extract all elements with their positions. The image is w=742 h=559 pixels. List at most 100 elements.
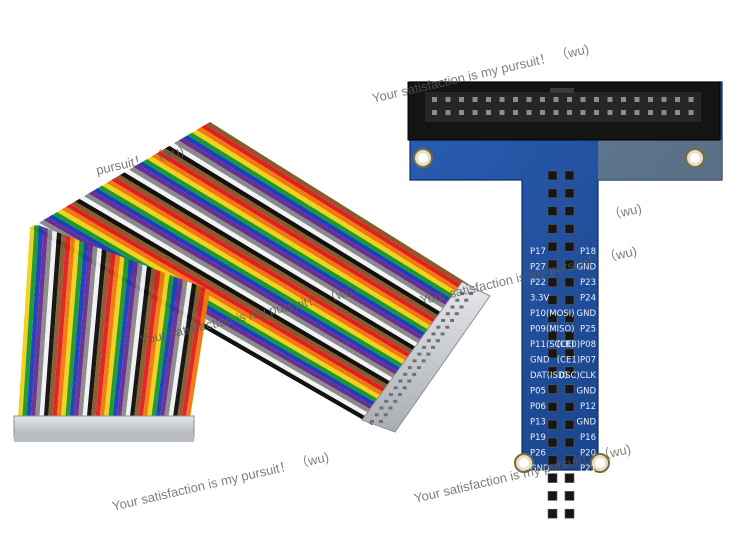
idc-hole: [431, 332, 436, 336]
idc-hole: [464, 298, 469, 302]
header-pin: [540, 110, 545, 115]
idc-hole: [445, 312, 450, 316]
cable-stripe: [52, 235, 71, 418]
idc-hole: [397, 393, 402, 397]
pin-socket-right: [564, 313, 575, 323]
cable-stripe: [75, 198, 402, 392]
header-pin: [688, 110, 694, 115]
cable-stripe: [78, 245, 98, 418]
cable-stripe: [147, 273, 170, 418]
header-pin: [499, 97, 505, 102]
cable-stripe: [104, 256, 125, 418]
pin-socket-left: [547, 419, 558, 430]
cable-stripe: [73, 244, 93, 418]
cable-stripe: [70, 201, 399, 395]
pin-socket-left: [547, 402, 558, 412]
cable-stripe: [129, 167, 433, 351]
cable-stripe: [142, 159, 441, 341]
pin-socket-right: [564, 455, 575, 466]
idc-hole: [383, 413, 388, 417]
cable-stripe: [82, 247, 102, 418]
idc-hole: [431, 345, 436, 349]
pin-socket-left: [547, 206, 558, 216]
idc-hole: [407, 366, 412, 370]
cable-stripe: [201, 124, 476, 297]
cable-stripe: [115, 175, 425, 361]
cable-stripe: [177, 284, 201, 418]
cable-stripe: [151, 274, 174, 418]
pin-socket-right: [564, 402, 575, 412]
header-pin: [621, 110, 626, 115]
cable-stripe: [26, 225, 44, 418]
pin-socket-right: [564, 295, 575, 305]
idc-hole: [459, 305, 464, 309]
pin-socket-left: [547, 330, 558, 341]
cable-stripe: [95, 252, 116, 418]
header-pin: [472, 97, 478, 102]
header-pin: [634, 97, 640, 102]
cable-stripe: [181, 286, 206, 418]
cable-stripe: [97, 185, 415, 375]
cable-stripe: [169, 143, 457, 321]
header-pin: [499, 110, 505, 115]
cable-stripe: [183, 135, 465, 311]
cable-stripe: [86, 249, 107, 418]
pin-row-right: [564, 170, 575, 519]
pin-label-left: P11(SCLK): [530, 340, 574, 350]
pin-label-right: GND: [577, 418, 597, 428]
t-cobbler-board: P17P27P223.3VP10(MOSI)P09(MISO)P11(SCLK)…: [407, 81, 723, 519]
pin-socket-left: [547, 437, 558, 448]
pin-socket-left: [547, 224, 558, 234]
pin-label-right: P21: [580, 464, 596, 474]
cable-stripe: [61, 206, 394, 402]
pin-socket-right: [564, 491, 575, 501]
pin-label-left: P05: [530, 387, 546, 397]
idc-hole: [469, 292, 473, 295]
cable-stripe: [102, 182, 418, 371]
mounting-hole-br: [590, 453, 610, 473]
cable-stripe: [69, 242, 89, 418]
idc-connector-right: [361, 281, 491, 433]
idc-hole: [388, 406, 393, 410]
cable-stripe: [165, 145, 455, 324]
cable-stripe: [151, 153, 447, 334]
cable-stripe: [93, 188, 412, 378]
pin-label-left: P22: [530, 278, 546, 288]
pin-label-left: GND: [530, 356, 550, 366]
header-pin: [675, 97, 680, 102]
pin-socket-right: [564, 170, 575, 181]
pin-socket-right: [564, 419, 575, 430]
idc-hole: [422, 345, 427, 349]
idc-hole: [417, 352, 422, 356]
cable-stripe: [142, 271, 165, 418]
cable-stripe: [57, 209, 391, 405]
cable-stripe: [35, 228, 53, 418]
pin-socket-left: [547, 366, 558, 377]
cable-stripe: [185, 288, 210, 418]
cable-stripe: [138, 269, 161, 418]
pin-socket-right: [564, 473, 575, 483]
idc-hole: [379, 420, 383, 423]
pin-label-left: P19: [530, 433, 546, 443]
cable-stripe: [133, 164, 436, 348]
cable-stripe: [156, 151, 449, 331]
idc-hole: [402, 386, 407, 390]
gpio-header-connector: [407, 81, 721, 141]
pin-label-right: GND: [577, 387, 597, 397]
header-pin: [648, 97, 653, 102]
cable-stripe: [187, 132, 468, 307]
cable-stripe: [56, 237, 75, 418]
header-pin: [432, 97, 437, 102]
idc-hole: [403, 372, 408, 376]
pin-label-right: GND: [577, 309, 597, 319]
header-pin: [688, 97, 694, 102]
header-pin: [513, 110, 518, 115]
cable-stripe: [111, 177, 423, 365]
header-pin: [526, 110, 532, 115]
pin-socket-right: [564, 330, 575, 341]
cable-stripe: [48, 233, 66, 418]
cable-stripe: [116, 261, 138, 418]
pin-socket-left: [547, 277, 558, 288]
idc-hole: [393, 399, 398, 403]
